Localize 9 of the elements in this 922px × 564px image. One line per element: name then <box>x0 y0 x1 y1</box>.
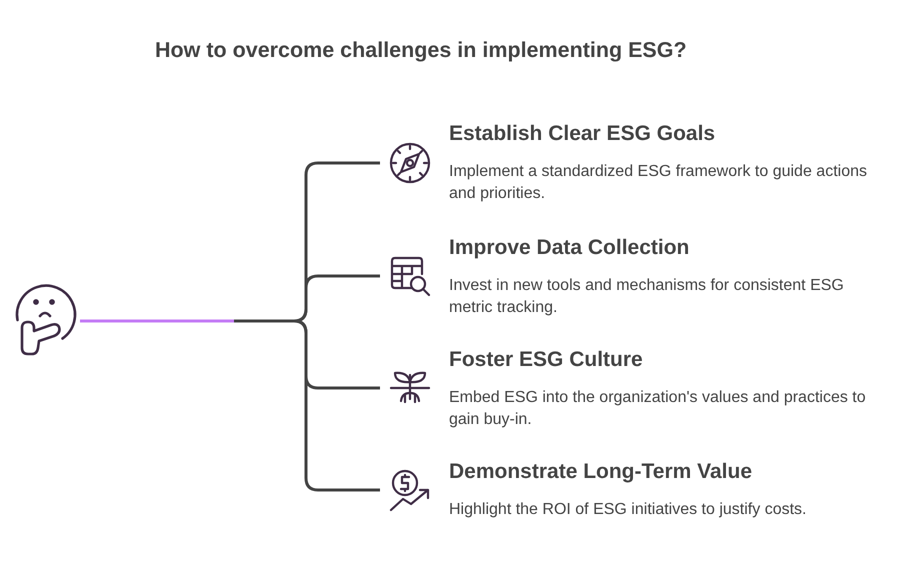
item-heading: Establish Clear ESG Goals <box>449 121 716 147</box>
item-description: Highlight the ROI of ESG initiatives to justify costs. <box>449 500 808 520</box>
item-description: Implement a standardized ESG framework to guide actions and priorities. <box>449 162 868 204</box>
item-description: Embed ESG into the organization's values and practices to gain buy-in. <box>449 388 867 430</box>
item-heading: Demonstrate Long-Term Value <box>449 459 752 485</box>
item-heading: Foster ESG Culture <box>449 347 643 373</box>
item-heading: Improve Data Collection <box>449 235 690 261</box>
item-description: Invest in new tools and mechanisms for consistent ESG metric tracking. <box>449 276 845 318</box>
title: How to overcome challenges in implementing ESG? <box>155 37 687 64</box>
